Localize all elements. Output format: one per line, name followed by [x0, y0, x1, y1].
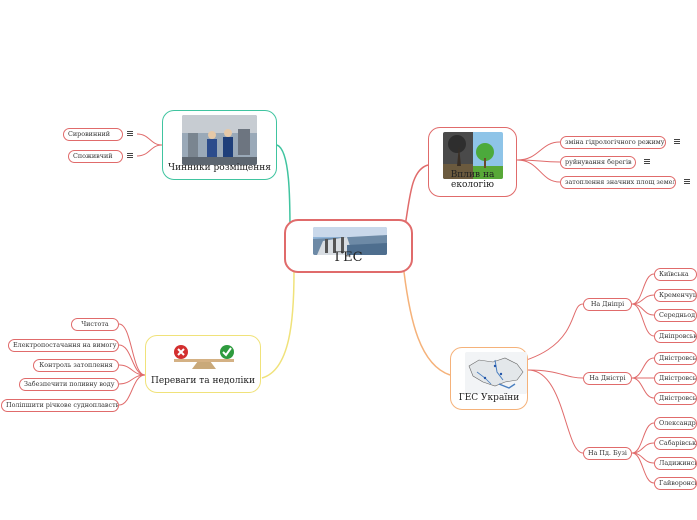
branch-factors[interactable]: Чинники розміщення — [162, 110, 277, 180]
branch-ecology-label: Вплив на екологію — [450, 170, 495, 190]
connector-dnipro-leaf-3 — [631, 303, 655, 337]
connector-buh-leaf-1 — [631, 442, 655, 454]
leaf-buh-0[interactable]: Олександрі — [654, 417, 697, 430]
connector-ukraine-buh — [527, 369, 584, 454]
subbranch-buh[interactable]: На Пд. Бузі — [583, 447, 632, 460]
leaf-dnipro-0[interactable]: Київська — [654, 268, 697, 281]
leaf-ecology-1[interactable]: руйнування берегів — [560, 156, 636, 169]
branch-pros-cons[interactable]: Переваги та недоліки — [145, 335, 261, 393]
leaf-ecology-2[interactable]: затоплення значних площ земель — [560, 176, 676, 189]
leaf-pros-4[interactable]: Поліпшити річкове судноплавство — [1, 399, 119, 412]
leaf-buh-3[interactable]: Гайворонсь — [654, 477, 697, 490]
leaf-dnipro-2[interactable]: Середньод — [654, 309, 697, 322]
leaf-dnister-2[interactable]: Дністровсь — [654, 392, 697, 405]
connector-dnipro-leaf-0 — [631, 273, 655, 305]
balance-image — [170, 343, 238, 371]
connector-dnipro-leaf-1 — [631, 294, 655, 305]
connector-dnister-leaf-0 — [631, 357, 655, 379]
connector-pros-leaf-1 — [118, 344, 146, 376]
subbranch-dnipro[interactable]: На Дніпрі — [583, 298, 632, 311]
leaf-pros-0[interactable]: Чистота — [71, 318, 119, 331]
connector-factors — [276, 144, 291, 233]
leaf-pros-2[interactable]: Контроль затоплення — [33, 359, 119, 372]
branch-ukraine-label: ГЕС України — [458, 393, 520, 403]
leaf-pros-1[interactable]: Електропостачання на вимогу — [8, 339, 119, 352]
note-icon[interactable] — [127, 153, 133, 159]
dam-image — [313, 227, 387, 255]
connector-factors-leaf-0 — [136, 133, 163, 146]
factory-workers-image — [182, 115, 257, 165]
connector-dnister-leaf-2 — [631, 377, 655, 399]
leaf-factors-1[interactable]: Споживчий — [68, 150, 123, 163]
connector-ecology-leaf-2 — [516, 159, 561, 183]
note-icon[interactable] — [684, 179, 690, 185]
subbranch-dnister[interactable]: На Дністрі — [583, 372, 632, 385]
connector-buh-leaf-3 — [631, 452, 655, 484]
leaf-dnipro-1[interactable]: Кременчуц — [654, 289, 697, 302]
connector-ukraine — [403, 271, 451, 376]
ukraine-map-image — [465, 352, 527, 394]
note-icon[interactable] — [644, 159, 650, 165]
leaf-dnister-1[interactable]: Дністровсь — [654, 372, 697, 385]
leaf-pros-3[interactable]: Забезпечити поливну воду — [19, 378, 119, 391]
leaf-dnister-0[interactable]: Дністровсь — [654, 352, 697, 365]
connector-ukraine-dnister — [527, 369, 584, 379]
note-icon[interactable] — [127, 131, 133, 137]
connector-pros-cons — [261, 271, 295, 379]
ecology-image — [443, 132, 503, 179]
leaf-dnipro-3[interactable]: Дніпровськ — [654, 330, 697, 343]
connector-pros-leaf-2 — [118, 364, 146, 376]
branch-pros-cons-label: Переваги та недоліки — [151, 376, 255, 386]
connector-factors-leaf-1 — [136, 144, 163, 157]
leaf-buh-2[interactable]: Ладижинсь — [654, 457, 697, 470]
leaf-factors-0[interactable]: Сировинний — [63, 128, 123, 141]
note-icon[interactable] — [674, 139, 680, 145]
connector-buh-leaf-0 — [631, 422, 655, 454]
connector-pros-leaf-0 — [118, 323, 146, 376]
connector-pros-leaf-4 — [118, 374, 146, 406]
branch-factors-label: Чинники розміщення — [168, 163, 271, 173]
central-label: ГЕС — [334, 250, 363, 265]
leaf-ecology-0[interactable]: зміна гідрологічного режиму — [560, 136, 666, 149]
connector-ecology-leaf-0 — [516, 141, 561, 161]
branch-ecology[interactable]: Вплив на екологію — [428, 127, 517, 197]
branch-ukraine[interactable]: ГЕС України — [450, 347, 528, 410]
leaf-buh-1[interactable]: Сабарівськ — [654, 437, 697, 450]
central-node[interactable]: ГЕС — [284, 219, 413, 273]
